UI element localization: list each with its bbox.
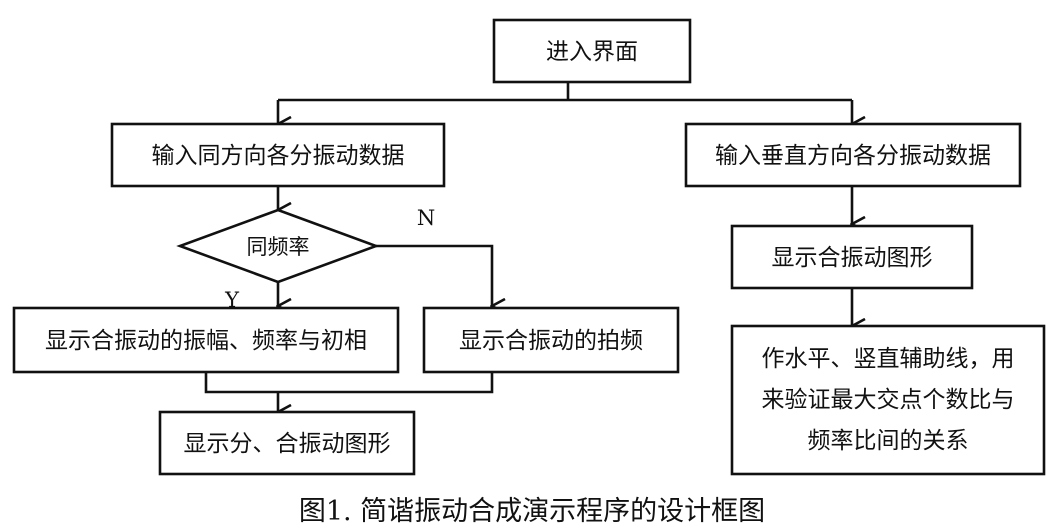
aux-lines-box (730, 324, 1046, 476)
enter-box (492, 18, 692, 84)
yes-label: Y (224, 288, 240, 312)
show-beat-label: 显示合振动的拍频 (459, 328, 643, 354)
decision-diamond (176, 208, 380, 284)
show-parts-box (158, 410, 416, 476)
input-vertical-label: 输入垂直方向各分振动数据 (715, 143, 991, 169)
aux-lines-label-3: 频率比间的关系 (808, 428, 969, 454)
no-label: N (417, 206, 435, 230)
show-graph-box (730, 224, 974, 290)
aux-lines-label-2: 来验证最大交点个数比与 (762, 387, 1015, 413)
show-parts-label: 显示分、合振动图形 (184, 431, 391, 457)
connector-merge (204, 372, 494, 394)
aux-lines-label-1: 作水平、竖直辅助线，用 (762, 346, 1015, 372)
arrow-decision-no (376, 244, 492, 306)
decision-label: 同频率 (247, 235, 310, 259)
input-vertical-box (684, 122, 1022, 188)
show-beat-box (422, 306, 680, 374)
show-amp-box (12, 306, 400, 374)
figure-caption: 图1. 简谐振动合成演示程序的设计框图 (299, 496, 765, 527)
input-same-box (110, 122, 446, 188)
enter-label: 进入界面 (546, 39, 638, 65)
show-graph-label: 显示合振动图形 (772, 245, 933, 271)
input-same-label: 输入同方向各分振动数据 (152, 143, 405, 169)
show-amp-label: 显示合振动的振幅、频率与初相 (45, 328, 367, 354)
connectors (204, 82, 852, 412)
